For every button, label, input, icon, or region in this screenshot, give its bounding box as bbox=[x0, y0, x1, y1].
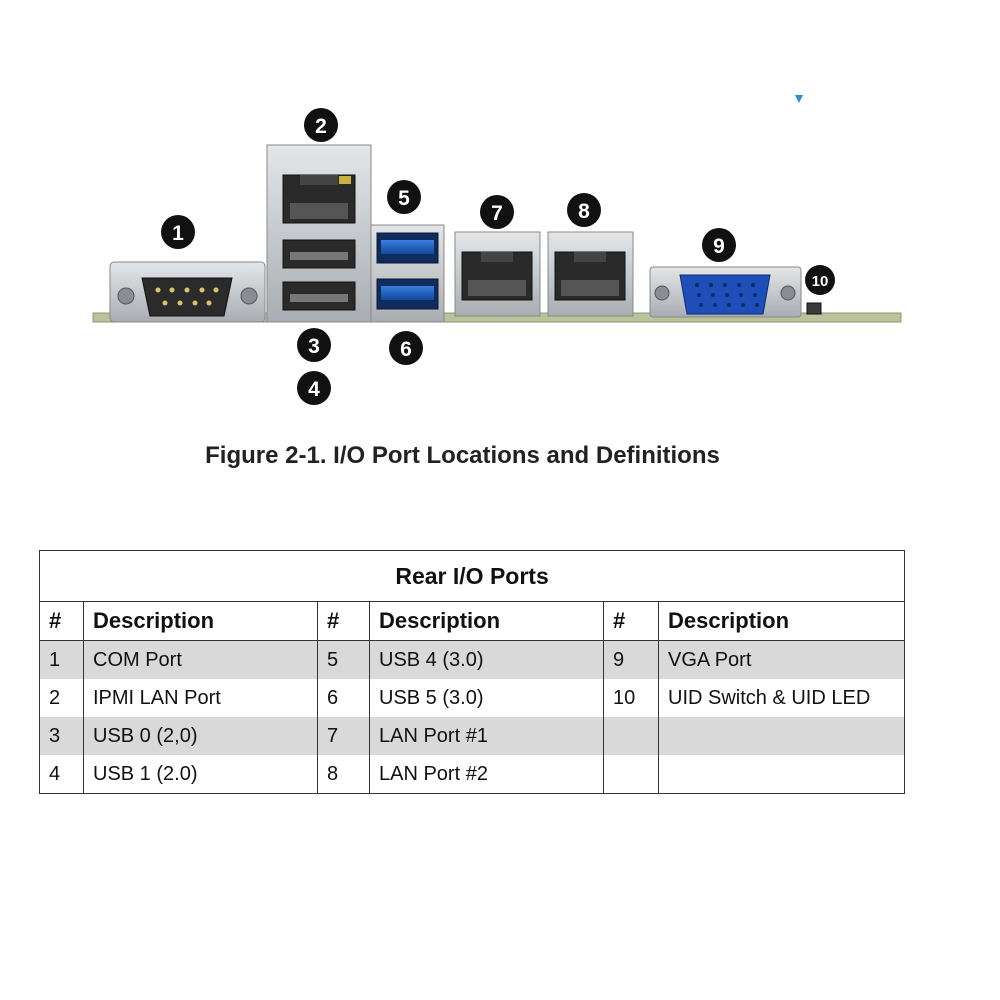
callout-label: 4 bbox=[308, 378, 320, 401]
table-cell bbox=[603, 717, 659, 755]
table-cell bbox=[657, 717, 906, 755]
callout-3: 3 bbox=[297, 328, 331, 362]
table-cell bbox=[657, 755, 906, 794]
column-header: Description bbox=[657, 601, 906, 641]
lan-port-2 bbox=[547, 231, 634, 317]
lan-port-1 bbox=[454, 231, 541, 317]
vga-port bbox=[649, 266, 802, 318]
table-cell: VGA Port bbox=[657, 640, 906, 679]
callout-7: 7 bbox=[480, 195, 514, 229]
callout-10: 10 bbox=[805, 265, 835, 295]
table-row: 2 IPMI LAN Port 6 USB 5 (3.0) 10 UID Swi… bbox=[39, 679, 906, 717]
table-cell: USB 5 (3.0) bbox=[369, 679, 604, 717]
callout-2: 2 bbox=[304, 108, 338, 142]
table-cell: 9 bbox=[603, 640, 659, 679]
table-cell: 4 bbox=[39, 755, 84, 794]
table-cell: 2 bbox=[39, 679, 84, 717]
callout-5: 5 bbox=[387, 180, 421, 214]
com-port bbox=[109, 261, 266, 323]
ipmi-usb-stack bbox=[266, 144, 372, 323]
callout-8: 8 bbox=[567, 193, 601, 227]
table-row: 1 COM Port 5 USB 4 (3.0) 9 VGA Port bbox=[39, 640, 906, 679]
table-row: 4 USB 1 (2.0) 8 LAN Port #2 bbox=[39, 755, 906, 794]
callout-label: 5 bbox=[398, 187, 410, 210]
column-header: # bbox=[603, 601, 659, 641]
uid-switch bbox=[806, 302, 822, 315]
callout-label: 2 bbox=[315, 115, 327, 138]
table-cell: 8 bbox=[317, 755, 370, 794]
table-cell: 10 bbox=[603, 679, 659, 717]
io-port-illustration: 1 2 3 4 5 6 7 8 9 10 bbox=[92, 95, 902, 405]
callout-6: 6 bbox=[389, 331, 423, 365]
table-header-row: # Description # Description # Descriptio… bbox=[39, 601, 906, 641]
usb3-stack bbox=[370, 224, 445, 323]
callout-label: 8 bbox=[578, 200, 590, 223]
table-cell: 5 bbox=[317, 640, 370, 679]
table-cell: IPMI LAN Port bbox=[83, 679, 318, 717]
callout-9: 9 bbox=[702, 228, 736, 262]
table-cell: USB 0 (2,0) bbox=[83, 717, 318, 755]
callout-4: 4 bbox=[297, 371, 331, 405]
callout-1: 1 bbox=[161, 215, 195, 249]
table-cell: 3 bbox=[39, 717, 84, 755]
column-header: Description bbox=[83, 601, 318, 641]
column-header: # bbox=[317, 601, 370, 641]
callout-label: 10 bbox=[812, 273, 829, 290]
callout-label: 1 bbox=[172, 222, 184, 245]
table-cell: LAN Port #2 bbox=[369, 755, 604, 794]
table-cell: COM Port bbox=[83, 640, 318, 679]
callout-label: 3 bbox=[308, 335, 320, 358]
table-title: Rear I/O Ports bbox=[38, 550, 906, 602]
table-row: 3 USB 0 (2,0) 7 LAN Port #1 bbox=[39, 717, 906, 755]
table-cell: UID Switch & UID LED bbox=[657, 679, 906, 717]
column-header: # bbox=[39, 601, 84, 641]
callout-label: 7 bbox=[491, 202, 503, 225]
callout-label: 9 bbox=[713, 235, 725, 258]
column-header: Description bbox=[369, 601, 604, 641]
table-cell: 1 bbox=[39, 640, 84, 679]
table-cell: 7 bbox=[317, 717, 370, 755]
table-cell: 6 bbox=[317, 679, 370, 717]
rear-io-ports-table: Rear I/O Ports # Description # Descripti… bbox=[38, 550, 906, 794]
table-cell bbox=[603, 755, 659, 794]
figure-caption: Figure 2-1. I/O Port Locations and Defin… bbox=[205, 442, 720, 469]
table-cell: LAN Port #1 bbox=[369, 717, 604, 755]
callout-label: 6 bbox=[400, 338, 412, 361]
table-cell: USB 1 (2.0) bbox=[83, 755, 318, 794]
table-cell: USB 4 (3.0) bbox=[369, 640, 604, 679]
marker-triangle-icon bbox=[795, 95, 803, 103]
